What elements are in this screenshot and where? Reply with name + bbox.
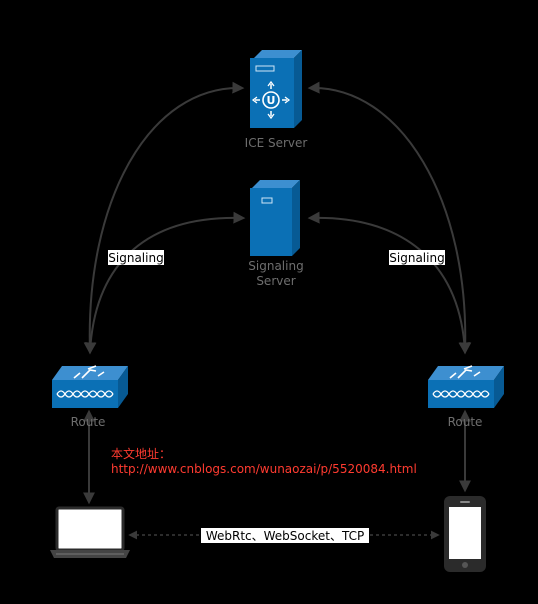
edge-route-right-to-ice <box>307 81 472 355</box>
signaling-server-label-line1: Signaling <box>248 259 303 273</box>
p2p-label-bg <box>201 528 369 543</box>
route-right-icon <box>428 365 504 408</box>
p2p-label: WebRtc、WebSocket、TCP <box>206 529 364 543</box>
route-left-label: Route <box>71 415 106 429</box>
edge-route-left-to-signaling <box>84 211 246 355</box>
route-left-icon <box>52 365 128 408</box>
note-line1: 本文地址： <box>111 446 171 461</box>
signaling-left-label-bg <box>108 250 164 265</box>
edge-route-left-to-ice <box>83 81 245 355</box>
edge-route-right-to-signaling <box>307 211 471 355</box>
signaling-right-label-bg <box>389 250 445 265</box>
note-url[interactable]: http://www.cnblogs.com/wunaozai/p/552008… <box>111 462 417 476</box>
signaling-server-label-line2: Server <box>256 274 295 288</box>
phone-icon <box>444 496 486 572</box>
svg-text:U: U <box>267 94 276 107</box>
signaling-server-icon <box>250 180 300 256</box>
ice-server-label: ICE Server <box>245 136 308 150</box>
ice-server-icon: U <box>250 50 302 128</box>
signaling-right-label: Signaling <box>389 251 444 265</box>
route-right-label: Route <box>448 415 483 429</box>
laptop-icon <box>50 506 130 558</box>
signaling-left-label: Signaling <box>108 251 163 265</box>
